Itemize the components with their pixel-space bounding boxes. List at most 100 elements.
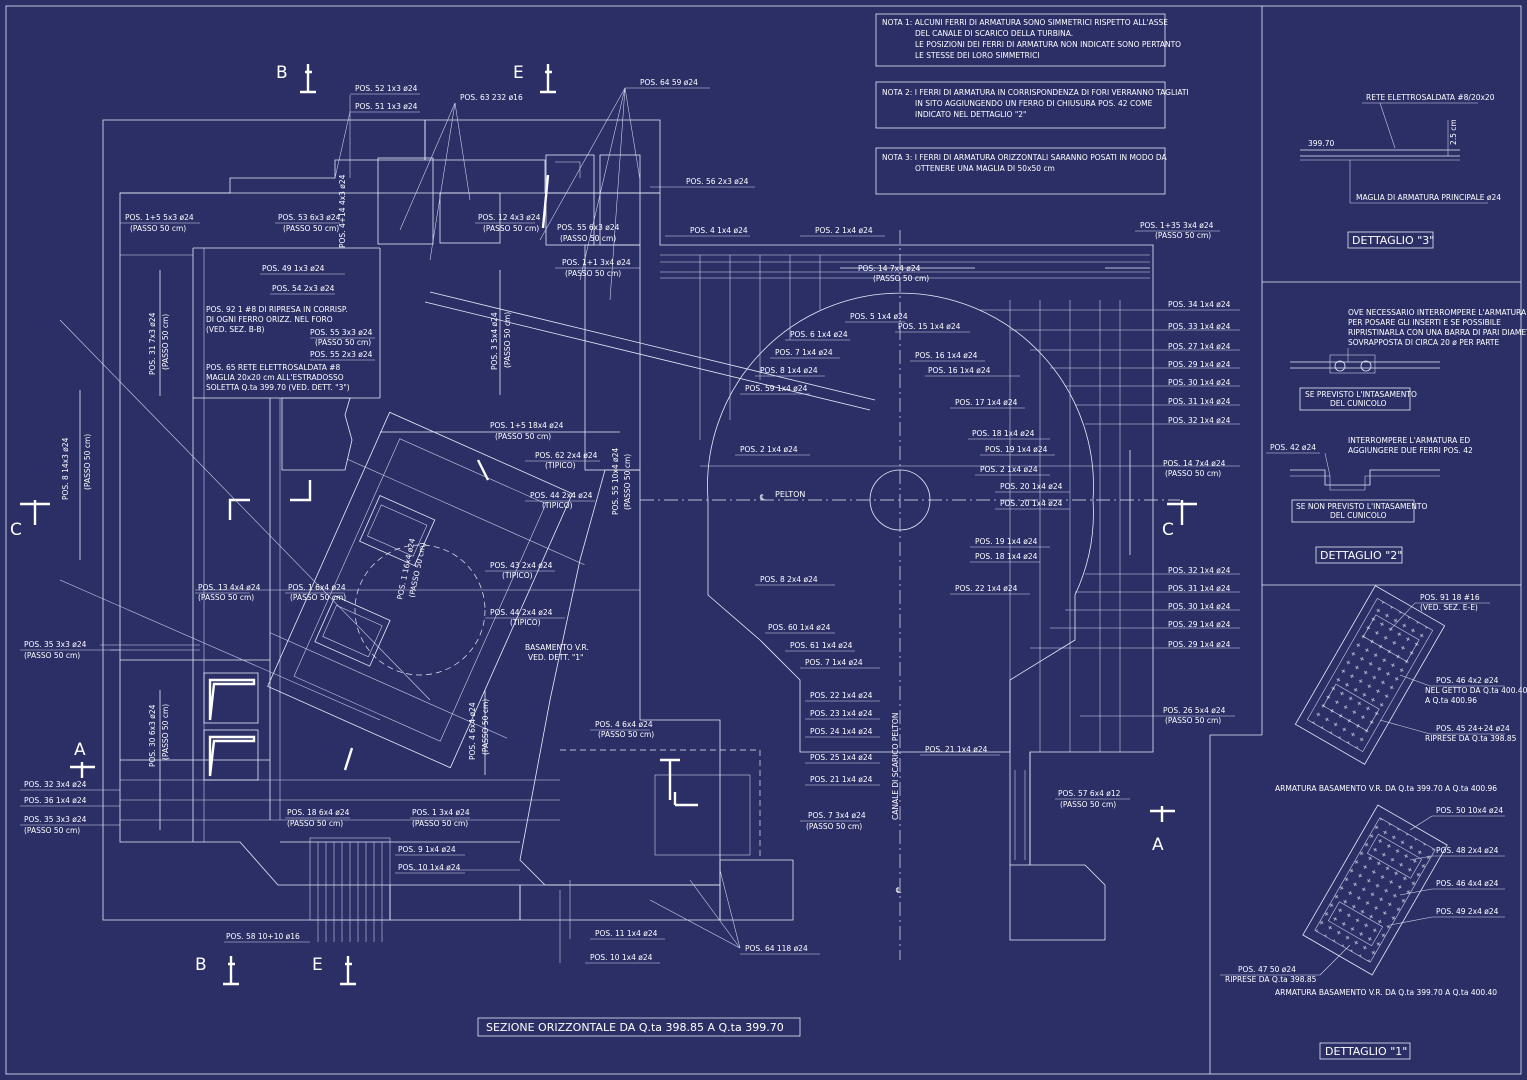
label-pos-9: POS. 9 1x4 ø24 [398, 845, 456, 854]
label-pos-8-v: POS. 8 14x3 ø24 [61, 437, 70, 500]
detail1-label-a5: A Q.ta 400.96 [1425, 696, 1477, 705]
detail1-title: DETTAGLIO "1" [1325, 1045, 1407, 1058]
label-pos-23: POS. 23 1x4 ø24 [810, 709, 873, 718]
detail2-title: DETTAGLIO "2" [1320, 549, 1402, 562]
detail-3: RETE ELETTROSALDATA #8/20x20 2.5 cm 399.… [1300, 93, 1501, 249]
label-pos-10-b: POS. 10 1x4 ø24 [590, 953, 653, 962]
detail1-label-b6: RIPRESE DA Q.ta 398.85 [1225, 975, 1317, 984]
labels-left-column: POS. 35 3x3 ø24 (PASSO 50 cm) POS. 32 3x… [20, 640, 120, 835]
label-pos-44-b: POS. 44 2x4 ø24 [490, 608, 553, 617]
label-pos-56: POS. 56 2x3 ø24 [686, 177, 749, 186]
label-pos-32-c: POS. 32 3x4 ø24 [24, 780, 87, 789]
detail3-rete: RETE ELETTROSALDATA #8/20x20 [1366, 93, 1495, 102]
rebar-lines [79, 154, 1240, 871]
leader-lines [110, 87, 741, 949]
note-1-line-4: LE STESSE DEI LORO SIMMETRICI [915, 51, 1040, 60]
label-pos-55-b-passo: (PASSO 50 cm) [315, 338, 371, 347]
label-pos-26-passo: (PASSO 50 cm) [1165, 716, 1221, 725]
detail2-line-a2: PER POSARE GLI INSERTI E SE POSSIBILE [1348, 318, 1501, 327]
label-pos-3-v: POS. 3 5x4 ø24 [490, 312, 499, 370]
label-pos-4-b-passo: (PASSO 50 cm) [598, 730, 654, 739]
detail1-label-a3: POS. 46 4x2 ø24 [1436, 676, 1499, 685]
label-pos-1-5: POS. 1+5 5x3 ø24 [125, 213, 194, 222]
label-pos-29-c: POS. 29 1x4 ø24 [1168, 640, 1231, 649]
label-pos-2-b: POS. 2 1x4 ø24 [980, 465, 1038, 474]
label-pos-16-b: POS. 16 1x4 ø24 [928, 366, 991, 375]
section-mark-a-left: A [74, 740, 86, 760]
label-pos-25: POS. 25 1x4 ø24 [810, 753, 873, 762]
detail2-box-a1: SE PREVISTO L'INTASAMENTO [1305, 390, 1417, 399]
label-pos-55-c: POS. 55 2x3 ø24 [310, 350, 373, 359]
concrete-hatch [102, 119, 1106, 941]
label-pos-44-a: POS. 44 2x4 ø24 [530, 491, 593, 500]
detail2-box-b2: DEL CUNICOLO [1330, 511, 1387, 520]
label-pos-55-b: POS. 55 3x3 ø24 [310, 328, 373, 337]
main-title-box [477, 1017, 801, 1037]
label-pos-29-a: POS. 29 1x4 ø24 [1168, 360, 1231, 369]
note-1-line-1: NOTA 1: ALCUNI FERRI DI ARMATURA SONO SI… [882, 18, 1168, 27]
note-1-line-2: DEL CANALE DI SCARICO DELLA TURBINA. [915, 29, 1073, 38]
label-pos-8-b: POS. 8 2x4 ø24 [760, 575, 818, 584]
label-pos-1-1-passo: (PASSO 50 cm) [565, 269, 621, 278]
label-pos-61: POS. 61 1x4 ø24 [790, 641, 853, 650]
pelton-centerline-mark: ℄ [760, 493, 766, 502]
label-pos-51: POS. 51 1x3 ø24 [355, 102, 418, 111]
label-pos-65-l3: SOLETTA Q.ta 399.70 (VED. DETT. "3") [206, 383, 350, 392]
label-pos-62-tip: (TIPICO) [545, 461, 576, 470]
canal-centerline-mark: ℄ [896, 886, 902, 895]
label-pos-31-v: POS. 31 7x3 ø24 [148, 312, 157, 375]
label-pos-12-passo: (PASSO 50 cm) [483, 224, 539, 233]
label-pos-8-v-passo: (PASSO 50 cm) [83, 434, 92, 490]
detail2-pos42: POS. 42 ø24 [1270, 443, 1316, 452]
label-pos-30-v-passo: (PASSO 50 cm) [161, 704, 170, 760]
detail3-level: 399.70 [1308, 139, 1334, 148]
detail1-label-a7: RIPRESE DA Q.ta 398.85 [1425, 734, 1517, 743]
label-pos-13-passo: (PASSO 50 cm) [198, 593, 254, 602]
label-pos-3-v-passo: (PASSO 50 cm) [503, 312, 512, 368]
section-mark-a-right: A [1152, 835, 1164, 855]
label-pos-43-tip: (TIPICO) [502, 571, 533, 580]
label-pos-18-c-passo: (PASSO 50 cm) [287, 819, 343, 828]
label-pos-18-b: POS. 18 1x4 ø24 [975, 552, 1038, 561]
label-pos-4-v: POS. 4 6x4 ø24 [468, 702, 477, 760]
detail2-box-b1: SE NON PREVISTO L'INTASAMENTO [1296, 502, 1427, 511]
notes: NOTA 1: ALCUNI FERRI DI ARMATURA SONO SI… [875, 13, 1189, 195]
detail1-label-a2: (VED. SEZ. E-E) [1420, 603, 1478, 612]
label-pos-4-top: POS. 4 1x4 ø24 [690, 226, 748, 235]
note-2-line-2: IN SITO AGGIUNGENDO UN FERRO DI CHIUSURA… [915, 99, 1153, 108]
label-basamento-ved: VED. DETT. "1" [528, 653, 584, 662]
label-pos-32-b: POS. 32 1x4 ø24 [1168, 566, 1231, 575]
label-pos-22-b: POS. 22 1x4 ø24 [810, 691, 873, 700]
label-pos-35-b: POS. 35 3x3 ø24 [24, 815, 87, 824]
detail-1: POS. 91 18 #16 (VED. SEZ. E-E) POS. 46 4… [1220, 585, 1527, 1060]
section-mark-b-top: B [276, 63, 288, 83]
label-pos-18-a: POS. 18 1x4 ø24 [972, 429, 1035, 438]
label-pos-10-a: POS. 10 1x4 ø24 [398, 863, 461, 872]
pelton-axis-label: PELTON [775, 490, 805, 499]
label-pos-7-c: POS. 7 3x4 ø24 [808, 811, 866, 820]
note-1-line-3: LE POSIZIONI DEI FERRI DI ARMATURA NON I… [915, 40, 1181, 49]
detail-2: OVE NECESSARIO INTERROMPERE L'ARMATURA P… [1266, 308, 1527, 564]
label-pos-30-a: POS. 30 1x4 ø24 [1168, 378, 1231, 387]
anchor-bars-zone [519, 469, 721, 886]
label-pos-35-b-passo: (PASSO 50 cm) [24, 826, 80, 835]
detail1-label-a1: POS. 91 18 #16 [1420, 593, 1480, 602]
detail1-label-a6: POS. 45 24+24 ø24 [1436, 724, 1510, 733]
label-pos-44-a-tip: (TIPICO) [542, 501, 573, 510]
label-pos-54: POS. 54 2x3 ø24 [272, 284, 335, 293]
label-pos-29-b: POS. 29 1x4 ø24 [1168, 620, 1231, 629]
label-pos-44-b-tip: (TIPICO) [510, 618, 541, 627]
label-basamento: BASAMENTO V.R. [525, 643, 589, 652]
label-pos-49: POS. 49 1x3 ø24 [262, 264, 325, 273]
label-pos-1-5-b-passo: (PASSO 50 cm) [495, 432, 551, 441]
label-pos-57-passo: (PASSO 50 cm) [1060, 800, 1116, 809]
label-pos-26: POS. 26 5x4 ø24 [1163, 706, 1226, 715]
label-pos-31-v-passo: (PASSO 50 cm) [161, 314, 170, 370]
label-pos-19-b: POS. 19 1x4 ø24 [975, 537, 1038, 546]
note-2-line-3: INDICATO NEL DETTAGLIO "2" [915, 110, 1027, 119]
detail1-label-b3: POS. 46 4x4 ø24 [1436, 879, 1499, 888]
plan-view: B E B E C C A A PELTON ℄ CANALE DI SCARI… [10, 63, 1240, 1037]
detail1-caption-a: ARMATURA BASAMENTO V.R. DA Q.ta 399.70 A… [1275, 784, 1497, 793]
label-pos-36: POS. 36 1x4 ø24 [24, 796, 87, 805]
detail2-line-a4: SOVRAPPOSTA DI CIRCA 20 ø PER PARTE [1348, 338, 1500, 347]
